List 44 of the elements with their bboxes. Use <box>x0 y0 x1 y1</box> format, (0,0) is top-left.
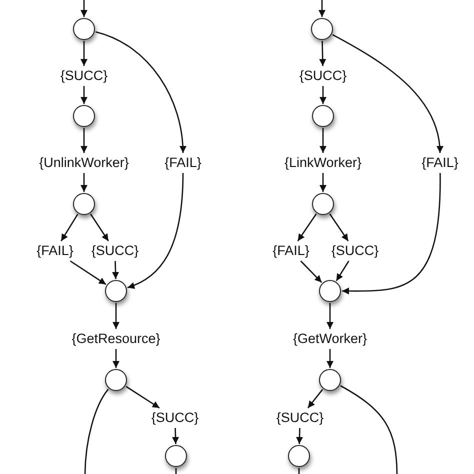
event-label: {FAIL} <box>36 243 74 259</box>
arrow <box>300 260 322 283</box>
arrow <box>342 173 441 295</box>
arrow <box>297 214 317 242</box>
arrow <box>80 0 88 17</box>
arrow <box>112 303 120 329</box>
event-label: {SUCC} <box>59 68 109 84</box>
arrow <box>172 428 179 444</box>
arrow <box>112 260 120 280</box>
arrow <box>320 173 326 192</box>
arrow <box>332 34 443 154</box>
event-label: {SUCC} <box>298 68 348 84</box>
arrow <box>80 41 88 66</box>
arrow <box>95 31 186 154</box>
event-label: {SUCC} <box>330 243 380 259</box>
event-label: {FAIL} <box>420 155 460 171</box>
arrow <box>320 86 326 104</box>
arrow <box>329 214 349 242</box>
arrow <box>60 214 78 242</box>
event-label: {SUCC} <box>150 410 200 426</box>
event-label: {SUCC} <box>275 410 325 426</box>
arrow <box>320 128 326 153</box>
arrow <box>70 260 106 285</box>
event-label: {LinkWorker} <box>283 155 363 171</box>
arrow <box>326 349 334 368</box>
arrow <box>318 0 326 17</box>
event-label: {UnlinkWorker} <box>38 155 130 171</box>
arrow <box>336 260 350 282</box>
event-label: {GetResource} <box>70 331 162 347</box>
arrow <box>296 428 303 444</box>
arrow <box>80 173 88 192</box>
event-label: {GetWorker} <box>292 331 368 347</box>
arrow <box>112 349 120 368</box>
arrow <box>90 214 109 242</box>
event-label: {FAIL} <box>164 155 202 171</box>
arrow <box>307 389 324 408</box>
event-label: {FAIL} <box>272 243 310 259</box>
event-label: {SUCC} <box>90 243 140 259</box>
arrow <box>319 40 326 66</box>
arrow <box>326 303 334 329</box>
arrow <box>127 172 184 289</box>
arrow <box>80 128 88 153</box>
arrow <box>80 86 88 104</box>
arrow <box>126 386 160 409</box>
